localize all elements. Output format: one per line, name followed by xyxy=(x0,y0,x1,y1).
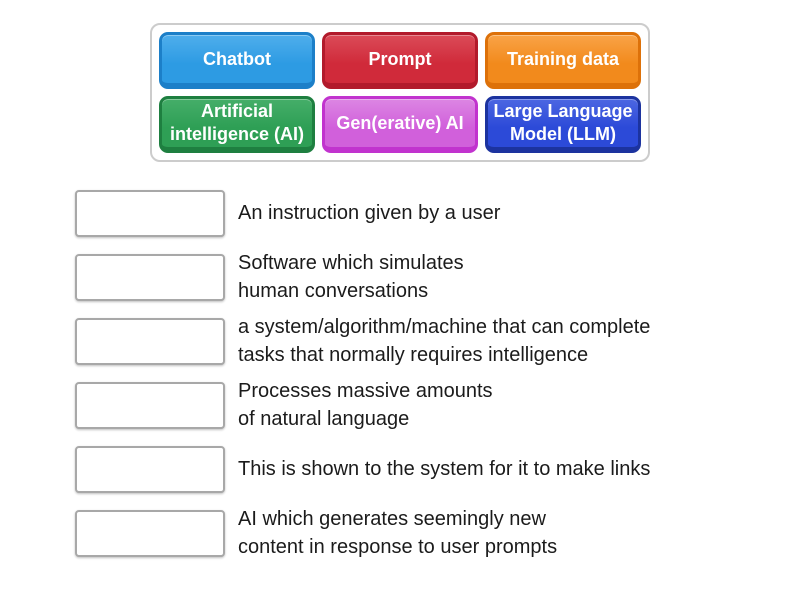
word-bank-panel: Chatbot Prompt Training data Artificial … xyxy=(150,23,650,162)
tile-label: Prompt xyxy=(368,48,432,69)
definition-text: This is shown to the system for it to ma… xyxy=(238,458,651,480)
answer-slot-1[interactable] xyxy=(75,189,225,237)
answer-slot-5[interactable] xyxy=(75,445,225,493)
tile-prompt[interactable]: Prompt xyxy=(322,32,478,89)
definition-text: An instruction given by a user xyxy=(238,202,501,224)
match-row: a system/algorithm/machine that can comp… xyxy=(75,309,800,373)
tile-label: Artificial intelligence (AI) xyxy=(169,101,304,144)
answer-slot-4[interactable] xyxy=(75,381,225,429)
answer-slot-2[interactable] xyxy=(75,253,225,301)
tile-chatbot[interactable]: Chatbot xyxy=(159,32,315,89)
tile-label: Chatbot xyxy=(203,48,271,69)
definition-text: Software which simulates human conversat… xyxy=(238,252,464,302)
match-row: An instruction given by a user xyxy=(75,181,800,245)
tile-label: Training data xyxy=(506,48,620,69)
tile-generative-ai[interactable]: Gen(erative) AI xyxy=(322,96,478,153)
definition-text: Processes massive amounts of natural lan… xyxy=(238,380,493,430)
tile-label: Large Language Model (LLM) xyxy=(493,101,633,144)
answer-slot-3[interactable] xyxy=(75,317,225,365)
tile-training-data[interactable]: Training data xyxy=(485,32,641,89)
match-row: Software which simulates human conversat… xyxy=(75,245,800,309)
tile-artificial-intelligence[interactable]: Artificial intelligence (AI) xyxy=(159,96,315,153)
definition-text: a system/algorithm/machine that can comp… xyxy=(238,316,651,366)
match-row: This is shown to the system for it to ma… xyxy=(75,437,800,501)
match-area: An instruction given by a user Software … xyxy=(75,181,800,565)
answer-slot-6[interactable] xyxy=(75,509,225,557)
definition-text: AI which generates seemingly new content… xyxy=(238,508,558,558)
match-row: AI which generates seemingly new content… xyxy=(75,501,800,565)
match-row: Processes massive amounts of natural lan… xyxy=(75,373,800,437)
tile-label: Gen(erative) AI xyxy=(336,112,464,133)
tile-large-language-model[interactable]: Large Language Model (LLM) xyxy=(485,96,641,153)
